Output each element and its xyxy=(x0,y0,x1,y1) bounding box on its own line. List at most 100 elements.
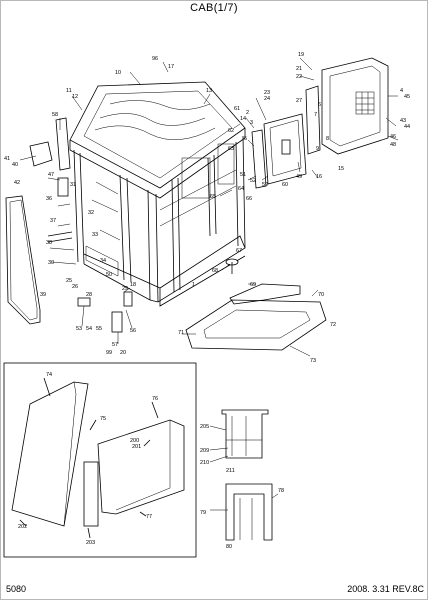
callout: 205 xyxy=(200,424,209,430)
callout: 55 xyxy=(96,326,102,332)
callout: 66 xyxy=(246,196,252,202)
callout: 32 xyxy=(88,210,94,216)
door-sill-bracket xyxy=(85,245,119,277)
callout: 36 xyxy=(46,196,52,202)
callout: 38 xyxy=(46,240,52,246)
callout: 18 xyxy=(130,282,136,288)
center-panel xyxy=(305,85,321,155)
callout: 9 xyxy=(316,146,319,152)
callout: 25 xyxy=(66,278,72,284)
section-upper-inner xyxy=(226,416,262,456)
rear-cover-inner xyxy=(329,65,381,147)
callout: 68 xyxy=(212,268,218,274)
side-window-frame xyxy=(217,143,235,185)
callout: 50 xyxy=(106,272,112,278)
callout: 61 xyxy=(234,106,240,112)
handle-rod xyxy=(47,231,73,243)
callout: 20 xyxy=(120,350,126,356)
rear-pillar-mid xyxy=(207,154,217,237)
callout: 6 xyxy=(318,102,321,108)
callout: 69 xyxy=(250,282,256,288)
callout: 53 xyxy=(76,326,82,332)
front-pillar-right xyxy=(147,189,159,303)
callout: 43 xyxy=(400,118,406,124)
rear-latch xyxy=(281,139,291,155)
lamp-bracket xyxy=(29,141,53,167)
callout: 23 xyxy=(264,90,270,96)
callout: 4 xyxy=(400,88,403,94)
callout: 64 xyxy=(238,186,244,192)
callout: 15 xyxy=(338,166,344,172)
detail-box xyxy=(3,362,197,558)
floor-mat xyxy=(185,283,327,351)
callout: 5 xyxy=(244,136,247,142)
callout: 54 xyxy=(86,326,92,332)
callout: 22 xyxy=(296,74,302,80)
rear-cover-grid xyxy=(355,91,375,115)
callout: 21 xyxy=(296,66,302,72)
callout: 65 xyxy=(210,194,216,200)
callout: 71 xyxy=(178,330,184,336)
callout: 2 xyxy=(246,110,249,116)
detail-panel-left-edge xyxy=(63,381,77,527)
callout: 80 xyxy=(226,544,232,550)
callout: 72 xyxy=(330,322,336,328)
callout: 44 xyxy=(404,124,410,130)
callout: 201 xyxy=(132,444,141,450)
section-upper-leaders xyxy=(209,425,229,463)
callout: 42 xyxy=(14,180,20,186)
callout: 12 xyxy=(72,94,78,100)
callout: 59 xyxy=(262,182,268,188)
callout: 11 xyxy=(66,88,72,94)
callout: 63 xyxy=(228,146,234,152)
callout: 17 xyxy=(168,64,174,70)
callouts: 96 17 10 11 12 13 14 58 41 40 42 47 36 3… xyxy=(4,52,410,550)
callout: 210 xyxy=(200,460,209,466)
section-upper-shape xyxy=(221,409,269,459)
cab-sill xyxy=(159,255,246,307)
callout: 62 xyxy=(228,128,234,134)
cab-roof xyxy=(69,81,246,189)
side-bars xyxy=(91,169,237,241)
rear-glass-inner xyxy=(269,119,302,177)
latch-block xyxy=(111,311,123,333)
callout: 76 xyxy=(152,396,158,402)
callout: 52 xyxy=(250,178,256,184)
wiper-motor xyxy=(57,177,69,197)
callout: 99 xyxy=(106,350,112,356)
callout: 51 xyxy=(240,172,246,178)
floor-mat-inner xyxy=(203,309,311,339)
callout: 14 xyxy=(240,116,246,122)
callout: 58 xyxy=(52,112,58,118)
callout: 200 xyxy=(130,438,139,444)
callout: 209 xyxy=(200,448,209,454)
page-title: CAB(1/7) xyxy=(190,2,238,14)
callout: 70 xyxy=(318,292,324,298)
callout: 26 xyxy=(72,284,78,290)
callout: 57 xyxy=(112,342,118,348)
callout: 3 xyxy=(250,120,253,126)
callout: 34 xyxy=(100,258,106,264)
callout: 78 xyxy=(278,488,284,494)
callout: 24 xyxy=(264,96,270,102)
callout: 31 xyxy=(70,182,76,188)
callout: 41 xyxy=(4,156,10,162)
callout: 29 xyxy=(122,286,128,292)
callout: 27 xyxy=(296,98,302,104)
callout: 10 xyxy=(115,70,121,76)
callout: 56 xyxy=(130,328,136,334)
callout: 74 xyxy=(46,372,52,378)
floor-plate xyxy=(229,283,301,305)
rear-cover-outer xyxy=(321,57,389,155)
date-revision: 2008. 3.31 REV.8C xyxy=(347,584,424,594)
section-view-upper xyxy=(209,409,269,463)
callout: 75 xyxy=(100,416,106,422)
section-view-lower xyxy=(210,483,279,541)
callout: 1 xyxy=(192,282,195,288)
callout: 46 xyxy=(390,134,396,140)
cab-roof-panel xyxy=(83,90,233,179)
door-glass xyxy=(5,195,41,325)
page-code: 5080 xyxy=(6,584,27,594)
catch-plate xyxy=(123,291,133,307)
